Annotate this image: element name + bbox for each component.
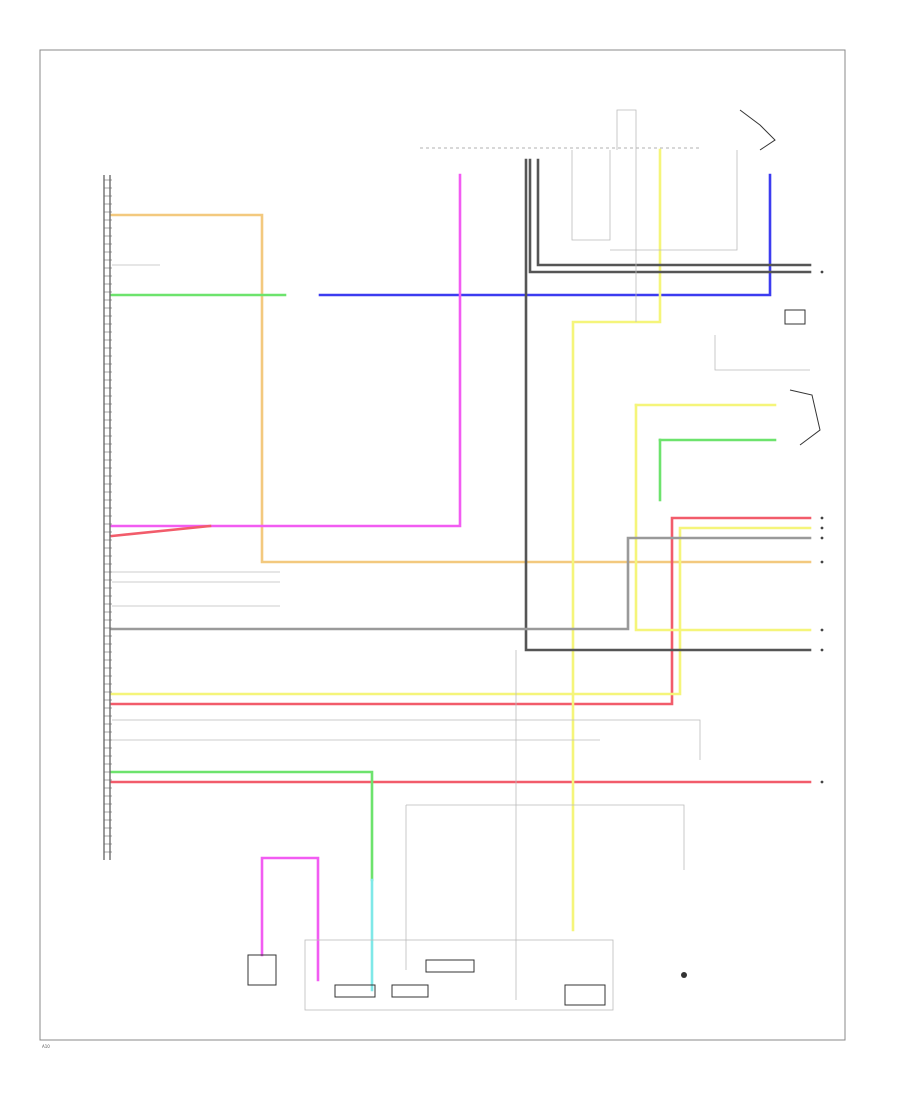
module-part-c bbox=[425, 959, 475, 973]
wire-red-upper bbox=[110, 524, 212, 538]
wire-red-long bbox=[110, 516, 812, 706]
wire-dark-b bbox=[524, 158, 812, 652]
bottom-module-box bbox=[304, 939, 614, 1011]
wire-dark-a bbox=[536, 158, 812, 267]
wire-dark-top bbox=[528, 158, 812, 274]
diagram-frame bbox=[39, 49, 846, 1041]
wire-thin-7 bbox=[406, 804, 685, 870]
wire-orange-top bbox=[110, 213, 812, 564]
wire-pink-bottom bbox=[260, 856, 320, 982]
ecm-connector-block bbox=[103, 175, 111, 860]
bottom-left-component bbox=[247, 954, 277, 986]
wire-end-marker bbox=[820, 628, 824, 632]
module-part-d bbox=[564, 984, 606, 1006]
wire-green-bottom bbox=[110, 770, 374, 882]
wire-thin-1 bbox=[571, 150, 611, 241]
wire-end-marker bbox=[820, 526, 824, 530]
connector-pin-ticks bbox=[104, 179, 112, 853]
wire-thin-2 bbox=[616, 109, 637, 322]
wire-end-marker bbox=[820, 648, 824, 652]
wire-gray-mid bbox=[110, 536, 812, 631]
relay-component bbox=[784, 309, 806, 325]
module-part-b bbox=[391, 984, 429, 998]
wire-pink bbox=[110, 173, 462, 528]
wire-yellow-right bbox=[571, 148, 662, 932]
wire-end-marker bbox=[820, 270, 824, 274]
wire-thin-5 bbox=[112, 719, 701, 760]
wire-thin-3 bbox=[610, 150, 738, 251]
wire-yellow-low bbox=[110, 526, 812, 696]
footer-label: A10 bbox=[42, 1044, 50, 1049]
wire-end-marker bbox=[820, 560, 824, 564]
switch-symbol-top bbox=[739, 109, 776, 151]
module-part-a bbox=[334, 984, 376, 998]
ground-point bbox=[681, 972, 687, 978]
wire-end-marker bbox=[820, 780, 824, 784]
wire-end-markers bbox=[820, 270, 824, 784]
wire-blue bbox=[318, 173, 772, 297]
wire-thin-9 bbox=[714, 335, 810, 371]
switch-symbol bbox=[789, 389, 821, 446]
wire-end-marker bbox=[820, 516, 824, 520]
wire-yellow-mid bbox=[634, 403, 812, 632]
wire-end-marker bbox=[820, 536, 824, 540]
